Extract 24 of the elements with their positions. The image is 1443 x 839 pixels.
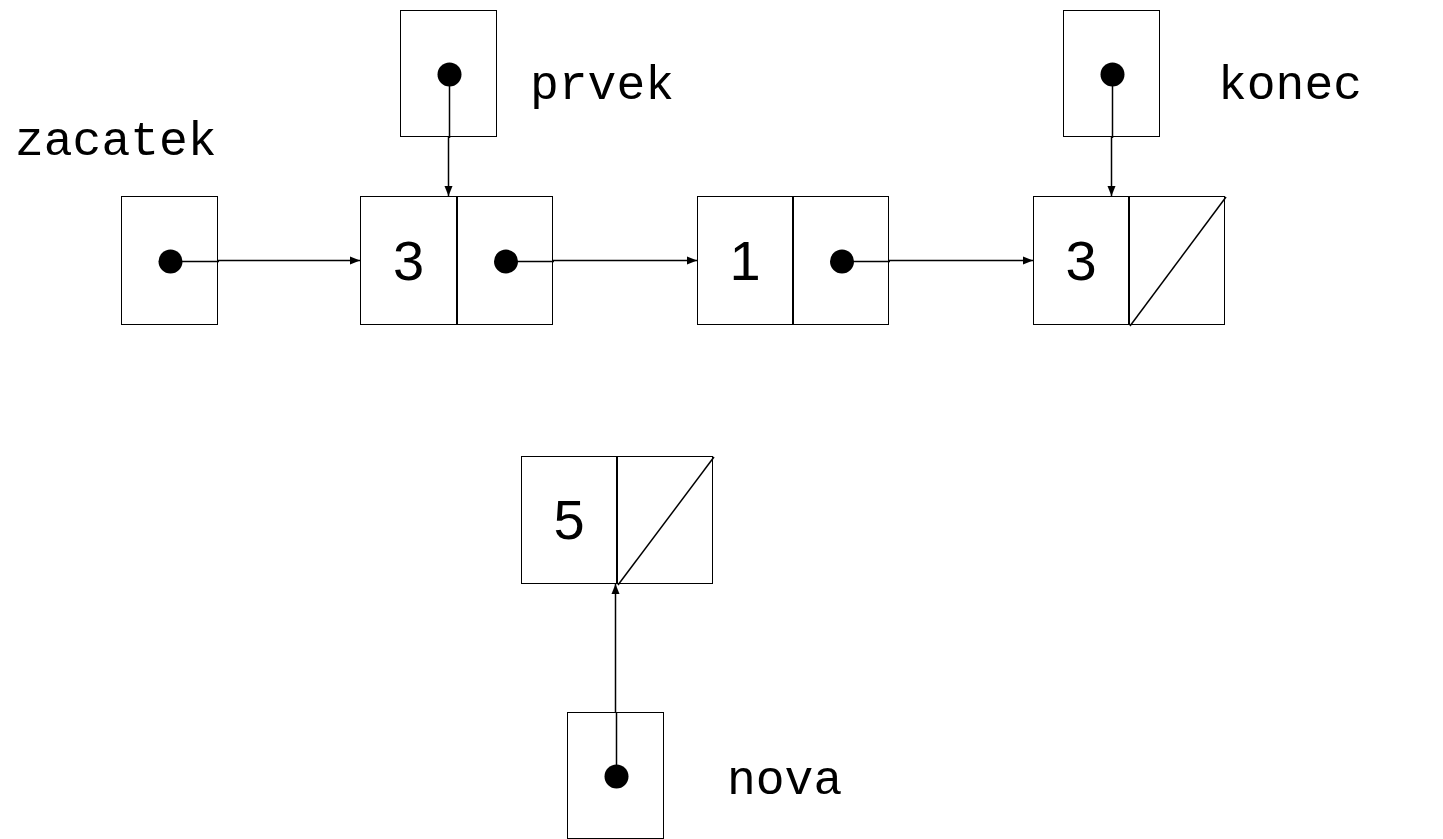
arrow: [611, 583, 620, 713]
pointer-cell: [121, 196, 218, 325]
arrow: [552, 256, 698, 265]
variable-name: prvek: [530, 62, 675, 110]
pointer-cell: [793, 196, 889, 325]
pointer-cell: [1063, 10, 1160, 137]
value-text: 3: [1065, 232, 1097, 289]
value-text: 3: [392, 232, 425, 289]
value-cell: [697, 196, 793, 325]
variable-name: konec: [1218, 62, 1363, 110]
arrow: [1107, 136, 1116, 197]
value-text: 5: [553, 492, 585, 548]
value-text: 1: [729, 232, 761, 289]
pointer-cell: [567, 712, 664, 839]
arrow: [217, 256, 361, 265]
pointer-cell: [457, 196, 553, 325]
variable-name: zacatek: [15, 118, 217, 166]
arrow: [444, 136, 453, 197]
pointer-cell: [400, 10, 497, 137]
value-cell: [1033, 196, 1129, 325]
arrow: [888, 256, 1034, 265]
value-cell: [521, 456, 617, 584]
value-cell: [360, 196, 457, 325]
variable-name: nova: [727, 757, 843, 805]
